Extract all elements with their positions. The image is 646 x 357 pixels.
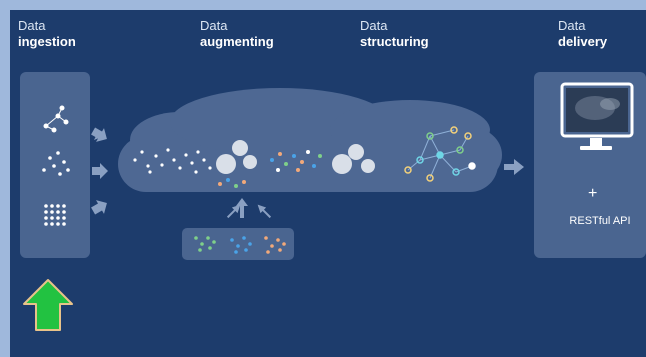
grid-dots-icon	[44, 204, 66, 226]
stage-structuring-line1: Data	[360, 18, 388, 33]
scatter-dots-icon	[42, 151, 70, 176]
stage-structuring-line2: structuring	[360, 34, 429, 49]
stage-augmenting-line1: Data	[200, 18, 228, 33]
arrow-right-icon	[504, 159, 524, 175]
stage-title-augmenting: Data augmenting	[200, 18, 274, 50]
processing-cloud	[118, 88, 502, 192]
stage-delivery-line1: Data	[558, 18, 586, 33]
augmented-colored-dots	[218, 150, 322, 188]
arrow-up-icon	[23, 279, 73, 331]
restful-api-label: RESTful API	[569, 215, 631, 227]
gear-icon	[216, 140, 257, 174]
stage-title-delivery: Data delivery	[558, 18, 607, 50]
stage-title-ingestion: Data ingestion	[18, 18, 76, 50]
stage-title-structuring: Data structuring	[360, 18, 429, 50]
diagram-graphics	[23, 82, 634, 331]
source-arrows	[226, 198, 272, 219]
source-dots-blue	[230, 236, 252, 254]
stage-ingestion-line2: ingestion	[18, 34, 76, 49]
stage-ingestion-line1: Data	[18, 18, 46, 33]
source-dots-orange	[264, 236, 286, 254]
ingestion-arrows	[91, 127, 108, 215]
source-dots-green	[194, 236, 216, 252]
network-icon	[43, 105, 69, 133]
stage-delivery-line2: delivery	[558, 34, 608, 49]
delivery-plus: +	[588, 185, 598, 202]
network-nodes	[404, 126, 476, 182]
gear-icon	[332, 144, 375, 174]
monitor-icon	[560, 82, 634, 150]
pipeline-diagram: Data ingestion Data augmenting Data stru…	[10, 10, 646, 357]
stage-augmenting-line2: augmenting	[200, 34, 274, 49]
cloud-white-dots	[133, 148, 212, 174]
